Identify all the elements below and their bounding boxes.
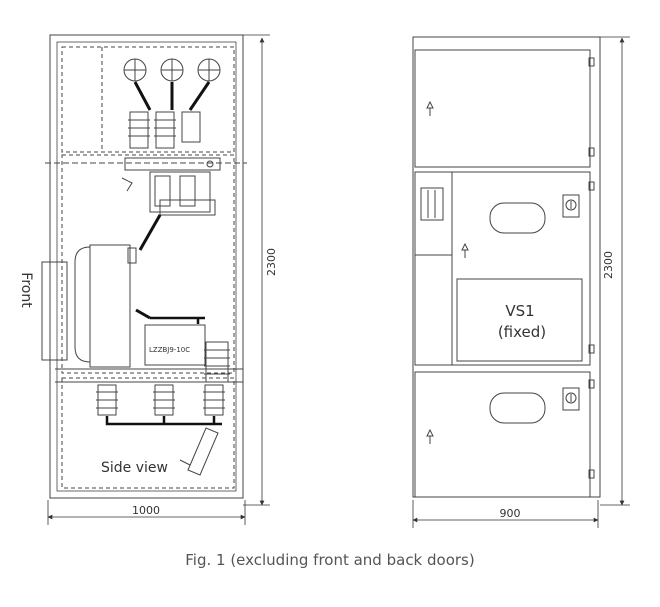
vs1-label: VS1 (505, 302, 534, 320)
side-view: LZZBJ9-10C (41, 34, 247, 499)
viewing-window-top (489, 202, 546, 234)
left-height-dimension: 2300 (265, 248, 278, 276)
vs1-panel (456, 278, 583, 362)
door-handle-icons (426, 100, 469, 444)
current-transformer: LZZBJ9-10C (144, 316, 230, 383)
top-insulators (128, 111, 201, 149)
ct-tag: LZZBJ9-10C (149, 346, 190, 354)
vs1-sublabel: (fixed) (498, 323, 546, 341)
figure-caption: Fig. 1 (excluding front and back doors) (185, 551, 475, 569)
front-view (412, 36, 601, 498)
front-view-dimensions (412, 36, 630, 528)
selector-switch-icons (562, 194, 580, 411)
front-label: Front (18, 272, 34, 308)
viewing-window-bottom (489, 392, 546, 424)
left-width-dimension: 1000 (132, 504, 160, 517)
right-width-dimension: 900 (500, 507, 521, 520)
right-height-dimension: 2300 (602, 251, 615, 279)
side-view-label: Side view (101, 460, 168, 476)
circuit-breaker (41, 244, 137, 368)
bottom-insulators (96, 384, 225, 426)
meter-icons (123, 58, 221, 82)
side-view-dimensions (47, 34, 270, 525)
